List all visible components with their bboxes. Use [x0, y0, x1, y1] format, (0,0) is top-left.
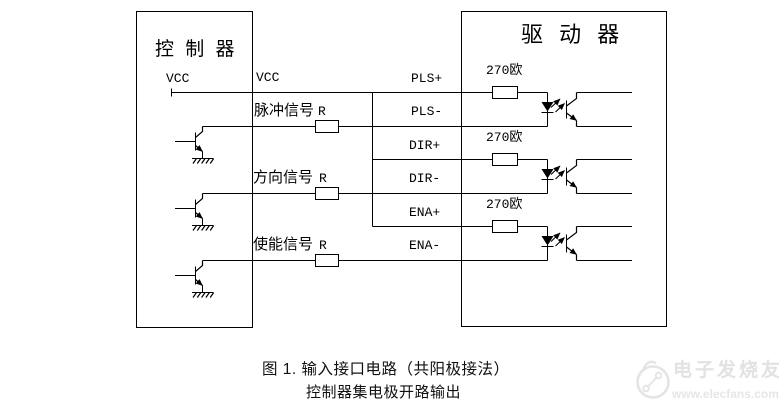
- figure-caption-line2: 控制器集电极开路输出: [306, 384, 462, 401]
- figure-caption-line1: 图 1. 输入接口电路（共阳极接法）: [262, 361, 510, 378]
- light-arrow-icon: [555, 237, 565, 247]
- npn-transistor-enable: [175, 260, 215, 298]
- resistor-label-direction: R: [319, 171, 327, 186]
- ground-icon: [192, 225, 215, 231]
- led-icon: [541, 169, 554, 179]
- terminal-label-ena-minus: ENA-: [409, 238, 441, 253]
- light-arrow-icon: [550, 98, 561, 108]
- terminal-label-pls-plus: PLS+: [411, 71, 443, 86]
- controller-box: [135, 10, 254, 329]
- resistor-label-enable: R: [319, 238, 327, 253]
- led-icon: [541, 102, 554, 112]
- light-arrow-icon: [555, 170, 565, 180]
- phototransistor-pls: [565, 91, 632, 128]
- elecfans-logo-icon: [636, 360, 670, 399]
- npn-transistor-direction: [175, 193, 215, 231]
- resistor-270ohm-ena: [491, 219, 519, 234]
- ground-icon: [192, 158, 215, 164]
- resistor-r-direction: [314, 186, 340, 201]
- led-icon: [541, 236, 554, 246]
- resistor-label-pulse: R: [318, 104, 326, 119]
- terminal-label-ena-plus: ENA+: [409, 205, 441, 220]
- signal-label-pulse: 脉冲信号: [254, 102, 315, 119]
- watermark-url: www.elecfans.com: [672, 387, 779, 401]
- optocoupler-led-pls: [541, 92, 565, 127]
- resistor-r-enable: [314, 253, 340, 268]
- resistor-value-label-pls: 270欧: [486, 63, 523, 78]
- vcc-label-outer: VCC: [256, 70, 280, 85]
- phototransistor-dir: [565, 158, 632, 195]
- light-arrow-icon: [555, 103, 565, 113]
- resistor-value-label-ena: 270欧: [486, 197, 523, 212]
- driver-title: 驱 动 器: [521, 22, 625, 47]
- terminal-label-dir-plus: DIR+: [409, 138, 441, 153]
- terminal-label-dir-minus: DIR-: [409, 171, 441, 186]
- vcc-label-inner: VCC: [166, 71, 190, 86]
- phototransistor-ena: [565, 225, 632, 262]
- optocoupler-led-ena: [541, 226, 565, 261]
- driver-box: [460, 10, 668, 328]
- npn-transistor-pulse: [175, 126, 215, 164]
- terminal-label-pls-minus: PLS-: [411, 104, 443, 119]
- light-arrow-icon: [550, 232, 561, 242]
- signal-label-direction: 方向信号: [253, 169, 314, 186]
- light-arrow-icon: [550, 165, 561, 175]
- resistor-value-label-dir: 270欧: [486, 130, 523, 145]
- resistor-270ohm-pls: [491, 85, 519, 100]
- ground-icon: [192, 292, 215, 298]
- controller-title: 控 制 器: [155, 39, 238, 60]
- signal-label-enable: 使能信号: [253, 236, 314, 253]
- resistor-r-pulse: [314, 119, 340, 134]
- watermark-brand: 电子发烧友: [673, 360, 779, 381]
- optocoupler-led-dir: [541, 159, 565, 194]
- resistor-270ohm-dir: [491, 152, 519, 167]
